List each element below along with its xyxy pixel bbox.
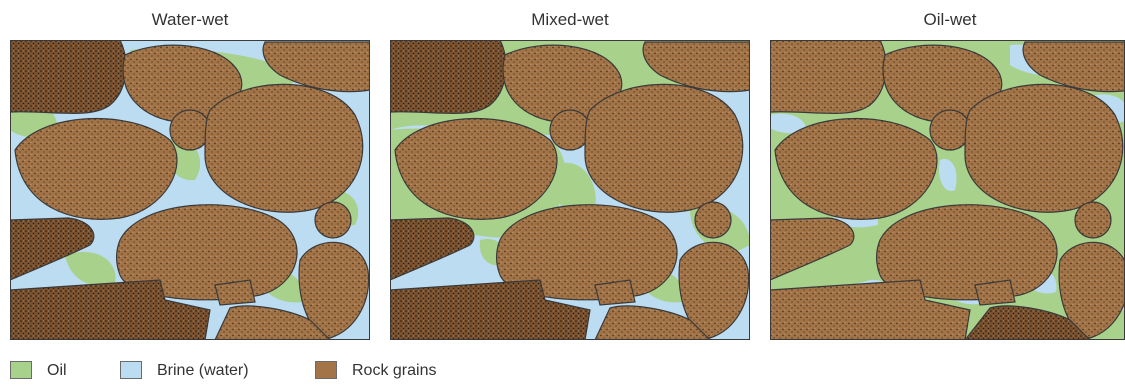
legend-label-oil: Oil	[47, 362, 67, 380]
legend-label-rock-grains: Rock grains	[352, 362, 436, 380]
legend: Oil Brine (water) Rock grains	[10, 359, 610, 383]
rock-grains-swatch	[315, 361, 337, 379]
mixed-wet-panel	[390, 40, 750, 340]
oil-swatch	[10, 361, 32, 379]
water-wet-panel	[10, 40, 370, 340]
panel-title-oil-wet: Oil-wet	[770, 10, 1125, 30]
brine-swatch	[120, 361, 142, 379]
panel-title-water-wet: Water-wet	[10, 10, 370, 30]
oil-wet-panel	[770, 40, 1125, 340]
panel-title-mixed-wet: Mixed-wet	[390, 10, 750, 30]
legend-label-brine: Brine (water)	[157, 362, 249, 380]
